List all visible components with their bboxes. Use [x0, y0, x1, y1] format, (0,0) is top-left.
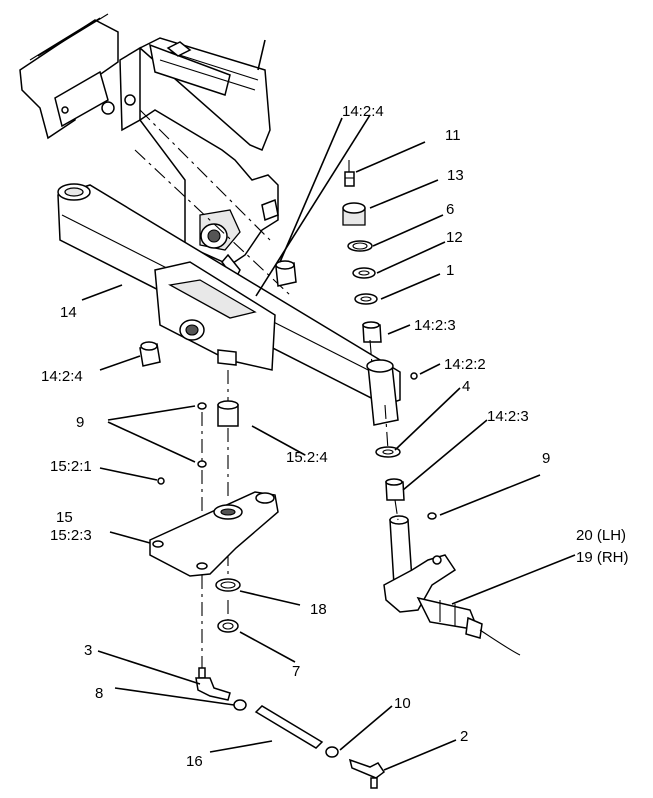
- label-14-2-4-top: 14:2:4: [342, 103, 384, 120]
- nut-9-right: [427, 512, 437, 520]
- label-3: 3: [84, 642, 92, 659]
- label-14: 14: [60, 304, 77, 321]
- label-12: 12: [446, 229, 463, 246]
- label-16: 16: [186, 753, 203, 770]
- washer-12: [352, 267, 376, 279]
- label-9-right: 9: [542, 450, 550, 467]
- label-11: 11: [445, 127, 461, 144]
- axle-beam-14: [57, 183, 401, 426]
- label-9-left: 9: [76, 414, 84, 431]
- bolt-11: [344, 171, 355, 187]
- label-20-lh: 20 (LH): [576, 527, 626, 544]
- bushing-15-2-4: [217, 400, 239, 427]
- bushing-14-2-3-lower: [385, 478, 405, 501]
- washer-18: [215, 578, 241, 592]
- washer-1: [354, 293, 378, 305]
- tie-rod-end-2: [348, 758, 386, 789]
- label-4: 4: [462, 378, 470, 395]
- label-2: 2: [460, 728, 468, 745]
- steering-arm-15: [149, 491, 279, 577]
- label-18: 18: [310, 601, 327, 618]
- tie-rod-end-3: [195, 667, 231, 701]
- spindle-19-20: [383, 515, 521, 656]
- label-14-2-3-upper: 14:2:3: [414, 317, 456, 334]
- label-14-2-3-lower: 14:2:3: [487, 408, 529, 425]
- jam-nut-8: [233, 699, 247, 711]
- leader-lines: [81, 114, 576, 771]
- label-14-2-2: 14:2:2: [444, 356, 486, 373]
- label-14-2-4-left: 14:2:4: [41, 368, 83, 385]
- snap-ring-6: [347, 240, 373, 252]
- grease-fitting-14-2-2: [410, 372, 418, 380]
- label-15-2-3: 15:2:3: [50, 527, 92, 544]
- label-13: 13: [447, 167, 464, 184]
- label-15-2-4: 15:2:4: [286, 449, 328, 466]
- grease-fitting-15-2-1: [157, 477, 165, 485]
- label-15: 15: [56, 509, 73, 526]
- label-10: 10: [394, 695, 411, 712]
- label-6: 6: [446, 201, 454, 218]
- bushing-14-2-3-upper: [362, 321, 382, 343]
- bushing-14-2-4-top: [275, 260, 297, 287]
- cap-13: [342, 202, 366, 226]
- label-1: 1: [446, 262, 454, 279]
- bushing-14-2-4-left: [139, 341, 161, 367]
- label-8: 8: [95, 685, 103, 702]
- washer-7: [217, 619, 239, 633]
- washer-4: [375, 446, 401, 458]
- label-15-2-1: 15:2:1: [50, 458, 92, 475]
- label-7: 7: [292, 663, 300, 680]
- nut-9-upper: [197, 402, 207, 410]
- frame-bracket: [19, 13, 291, 296]
- label-19-rh: 19 (RH): [576, 549, 629, 566]
- nut-9-lower: [197, 460, 207, 468]
- tie-rod-16: [254, 705, 324, 749]
- jam-nut-10: [325, 746, 339, 758]
